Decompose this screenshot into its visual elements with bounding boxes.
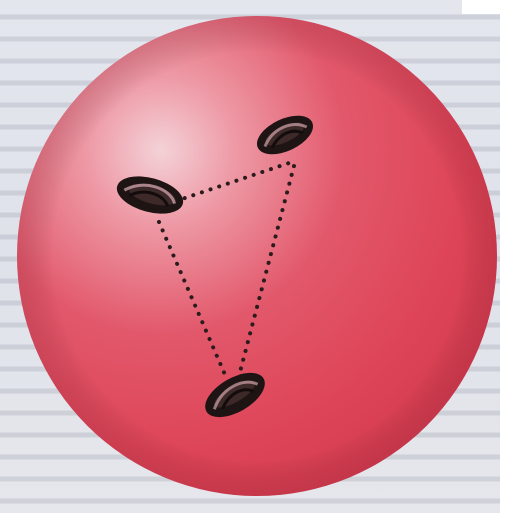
disc-rim-shade xyxy=(17,16,497,496)
